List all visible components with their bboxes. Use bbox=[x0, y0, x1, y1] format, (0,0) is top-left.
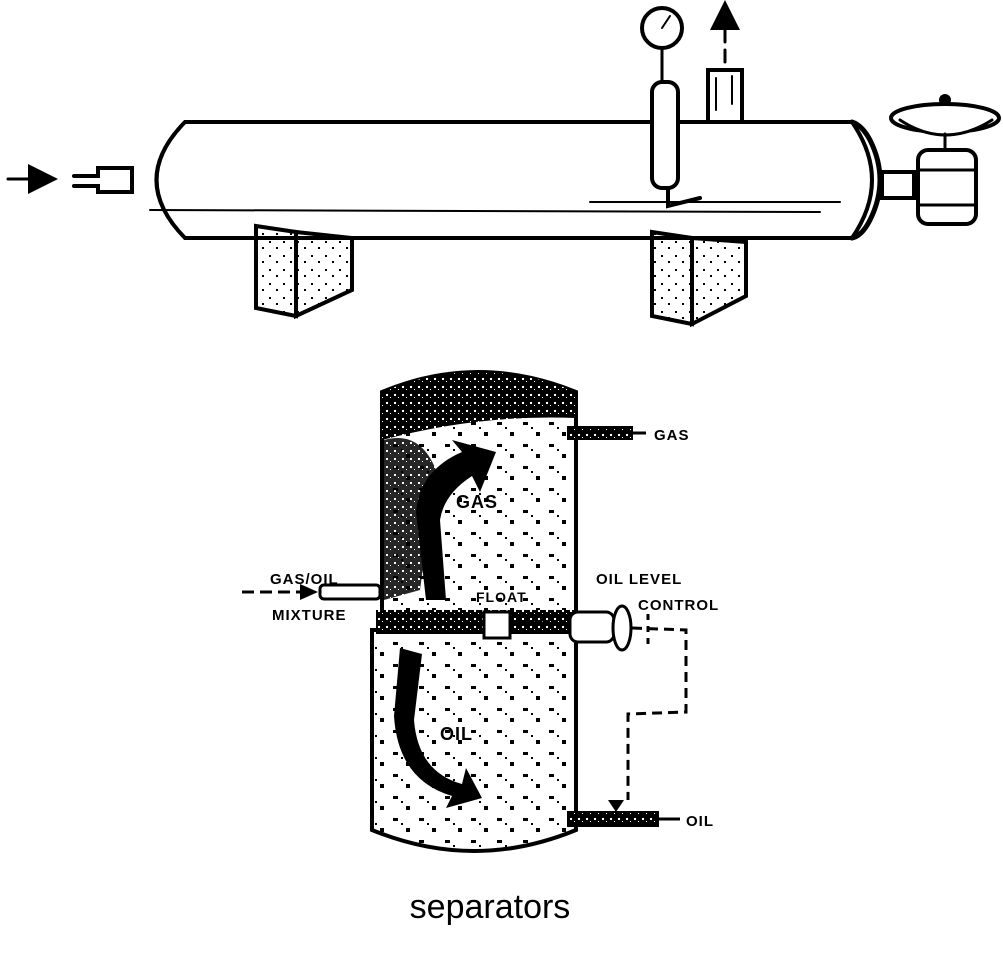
oil-region bbox=[370, 628, 578, 853]
label-mixture-line2: MIXTURE bbox=[272, 607, 347, 624]
oil-flow-arrow bbox=[394, 648, 482, 808]
inlet-nozzle bbox=[72, 166, 134, 194]
vertical-separator: GAS GAS GAS/OIL MIXTURE FLOAT OIL LEVEL … bbox=[242, 370, 719, 853]
oil-outlet-valve bbox=[567, 800, 680, 827]
label-oil-level-control-line1: OIL LEVEL bbox=[596, 571, 682, 588]
label-mixture-line1: GAS/OIL bbox=[270, 571, 339, 588]
float-assembly bbox=[482, 604, 633, 652]
level-gauge-glass bbox=[650, 80, 702, 209]
pressure-gauge bbox=[640, 6, 684, 82]
gas-outlet-nozzle bbox=[706, 68, 744, 124]
horizontal-vessel-body bbox=[154, 120, 874, 240]
mist-extractor-top bbox=[382, 372, 576, 440]
mixture-inlet bbox=[242, 583, 382, 601]
label-gas-region: GAS bbox=[456, 492, 498, 512]
label-float: FLOAT bbox=[476, 589, 527, 605]
gas-flow-arrow bbox=[416, 440, 496, 600]
label-oil-region: OIL bbox=[440, 724, 473, 744]
figure-caption: separators bbox=[409, 888, 571, 926]
horizontal-separator bbox=[6, 0, 1001, 328]
outlet-valve bbox=[880, 94, 1001, 226]
label-oil-level-control-line2: CONTROL bbox=[638, 597, 719, 614]
gas-outlet-pipe bbox=[567, 426, 646, 440]
saddle-support-left bbox=[254, 223, 354, 320]
label-gas-outlet: GAS bbox=[654, 427, 690, 444]
label-oil-outlet: OIL bbox=[686, 813, 714, 830]
saddle-support-right bbox=[650, 229, 748, 328]
level-control-signal-line bbox=[626, 626, 688, 800]
